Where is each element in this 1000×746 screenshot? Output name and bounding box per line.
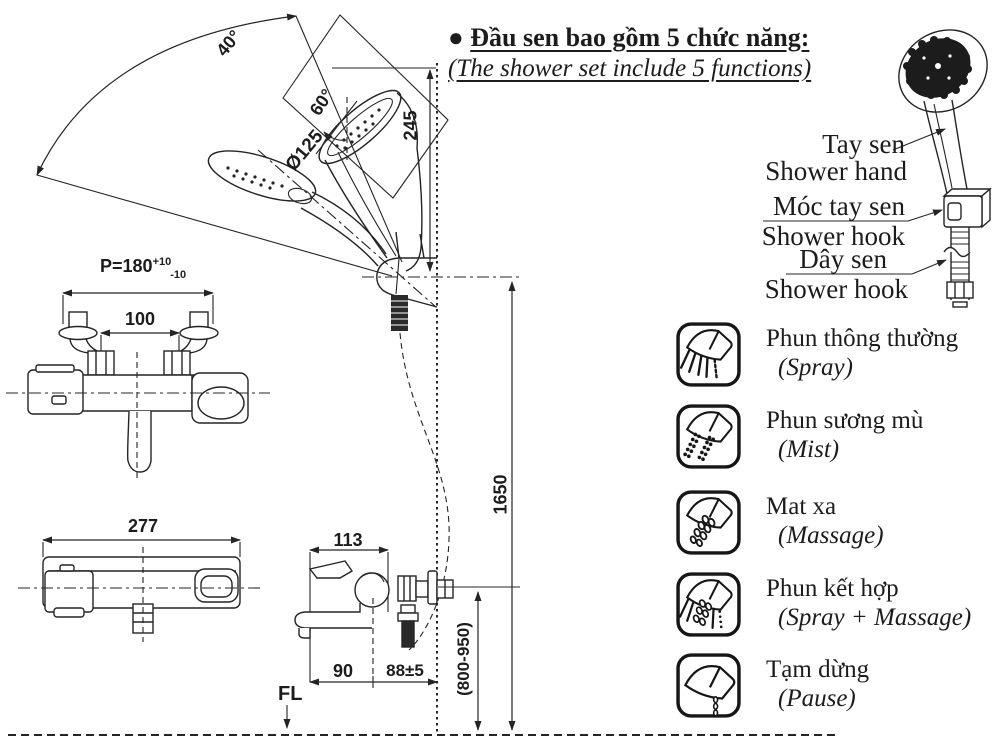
function-row-pause: Tạm dừng (Pause)	[675, 652, 869, 719]
function-row-spray: Phun thông thường (Spray)	[675, 321, 958, 388]
label-day-sen: Dây sen	[799, 244, 887, 274]
function-name-vi: Phun kết hợp	[766, 575, 899, 602]
dim-mount-height: (800-950)	[454, 622, 473, 696]
dim-body-depth: 113	[333, 530, 363, 550]
title-block: ● Đầu sen bao gồm 5 chức năng: (The show…	[448, 22, 898, 84]
hand-shower-illustration	[763, 29, 992, 308]
head-height-dim	[332, 67, 436, 272]
pause-icon	[676, 653, 741, 718]
label-shower-hook-2: Shower hook	[764, 274, 908, 304]
function-name-vi: Tạm dừng	[766, 656, 870, 683]
top-view-faucet	[18, 536, 262, 642]
title-vietnamese: ● Đầu sen bao gồm 5 chức năng:	[448, 23, 810, 52]
head-face-dims	[282, 14, 449, 199]
title-english: (The shower set include 5 functions)	[448, 54, 812, 82]
dim-wall-offset: 88±5	[386, 661, 424, 680]
function-name-vi: Phun thông thường	[766, 325, 959, 352]
function-name-en: (Pause)	[778, 684, 856, 712]
spray-massage-icon	[676, 572, 741, 637]
function-row-massage: Mat xa (Massage)	[675, 489, 884, 556]
function-text: Phun thông thường (Spray)	[766, 321, 958, 383]
side-view-faucet	[294, 546, 520, 688]
dim-inlet-spacing: 100	[124, 309, 156, 329]
label-shower-hook: Shower hook	[761, 221, 905, 251]
function-text: Tạm dừng (Pause)	[766, 652, 869, 714]
massage-icon	[676, 490, 741, 555]
bullet-icon: ●	[448, 23, 464, 52]
shower-head-up	[318, 89, 423, 272]
height-dims	[283, 281, 516, 731]
mist-icon	[676, 404, 741, 469]
front-view-faucet	[6, 289, 270, 478]
function-text: Mat xa (Massage)	[766, 489, 884, 551]
dim-head-height: 245	[400, 110, 421, 141]
function-name-en: (Mist)	[778, 435, 840, 463]
hook-and-hose	[362, 231, 520, 651]
function-text: Phun kết hợp (Spray + Massage)	[766, 571, 971, 633]
function-name-vi: Phun sương mù	[766, 407, 924, 434]
function-name-en: (Massage)	[778, 521, 884, 549]
function-name-en: (Spray)	[778, 353, 853, 381]
dim-pitch: P=180+10-10	[100, 256, 187, 281]
label-moc-tay-sen: Móc tay sen	[773, 191, 905, 221]
function-name-vi: Mat xa	[766, 493, 837, 520]
label-shower-hand: Shower hand	[765, 156, 907, 186]
function-text: Phun sương mù (Mist)	[766, 403, 923, 465]
dim-spout-reach: 90	[332, 661, 354, 681]
swivel-angle-dim	[36, 13, 437, 308]
function-name-en: (Spray + Massage)	[778, 603, 972, 631]
dim-hook-height: 1650	[490, 474, 511, 515]
floor-level-label: FL	[278, 683, 303, 705]
function-row-spray-massage: Phun kết hợp (Spray + Massage)	[675, 571, 971, 638]
function-row-mist: Phun sương mù (Mist)	[675, 403, 923, 470]
dim-body-width: 277	[127, 516, 159, 536]
label-tay-sen: Tay sen	[822, 129, 905, 159]
spray-icon	[676, 322, 741, 387]
